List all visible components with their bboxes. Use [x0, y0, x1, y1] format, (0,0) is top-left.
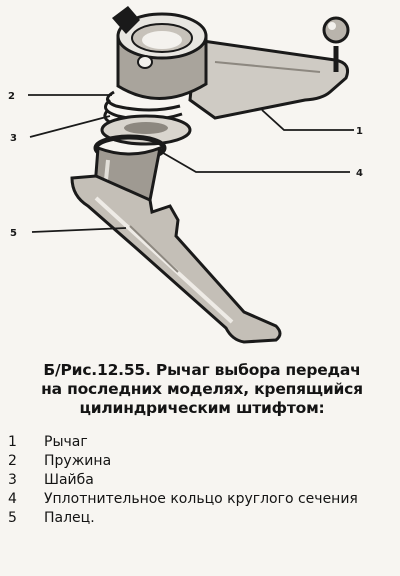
legend-label: Рычаг	[44, 434, 88, 450]
legend-label: Уплотнительное кольцо круглого сечения	[44, 491, 358, 507]
legend-label: Пружина	[44, 453, 112, 469]
legend-item: 3 Шайба	[6, 471, 398, 490]
legend-number: 5	[8, 510, 17, 526]
figure-caption: Б/Рис.12.55. Рычаг выбора передач на пос…	[6, 361, 398, 418]
legend-item: 2 Пружина	[6, 452, 398, 471]
legend-label: Палец.	[44, 510, 95, 526]
legend-number: 4	[8, 491, 17, 507]
finger-pin	[70, 174, 282, 344]
gear-selector-lever-illustration: 1 2 3 4 5	[8, 6, 363, 344]
callout-3: 3	[10, 133, 17, 144]
callout-5: 5	[10, 228, 17, 239]
legend-number: 3	[8, 472, 17, 488]
callout-1: 1	[356, 126, 363, 137]
legend-item: 5 Палец.	[6, 509, 398, 528]
caption-line: Б/Рис.12.55. Рычаг выбора передач	[43, 361, 361, 379]
legend-label: Шайба	[44, 472, 94, 488]
parts-legend: 1 Рычаг 2 Пружина 3 Шайба 4 Уплотнительн…	[6, 433, 398, 528]
lever-hub	[112, 6, 208, 100]
legend-number: 2	[8, 453, 17, 469]
caption-line: цилиндрическим штифтом:	[79, 399, 325, 417]
callout-4: 4	[356, 168, 363, 179]
leader-lines	[28, 94, 354, 233]
lever-arm	[188, 16, 350, 120]
callout-2: 2	[8, 91, 15, 102]
legend-number: 1	[8, 434, 17, 450]
caption-line: на последних моделях, крепящийся	[41, 380, 363, 398]
legend-item: 1 Рычаг	[6, 433, 398, 452]
legend-item: 4 Уплотнительное кольцо круглого сечения	[6, 490, 398, 509]
